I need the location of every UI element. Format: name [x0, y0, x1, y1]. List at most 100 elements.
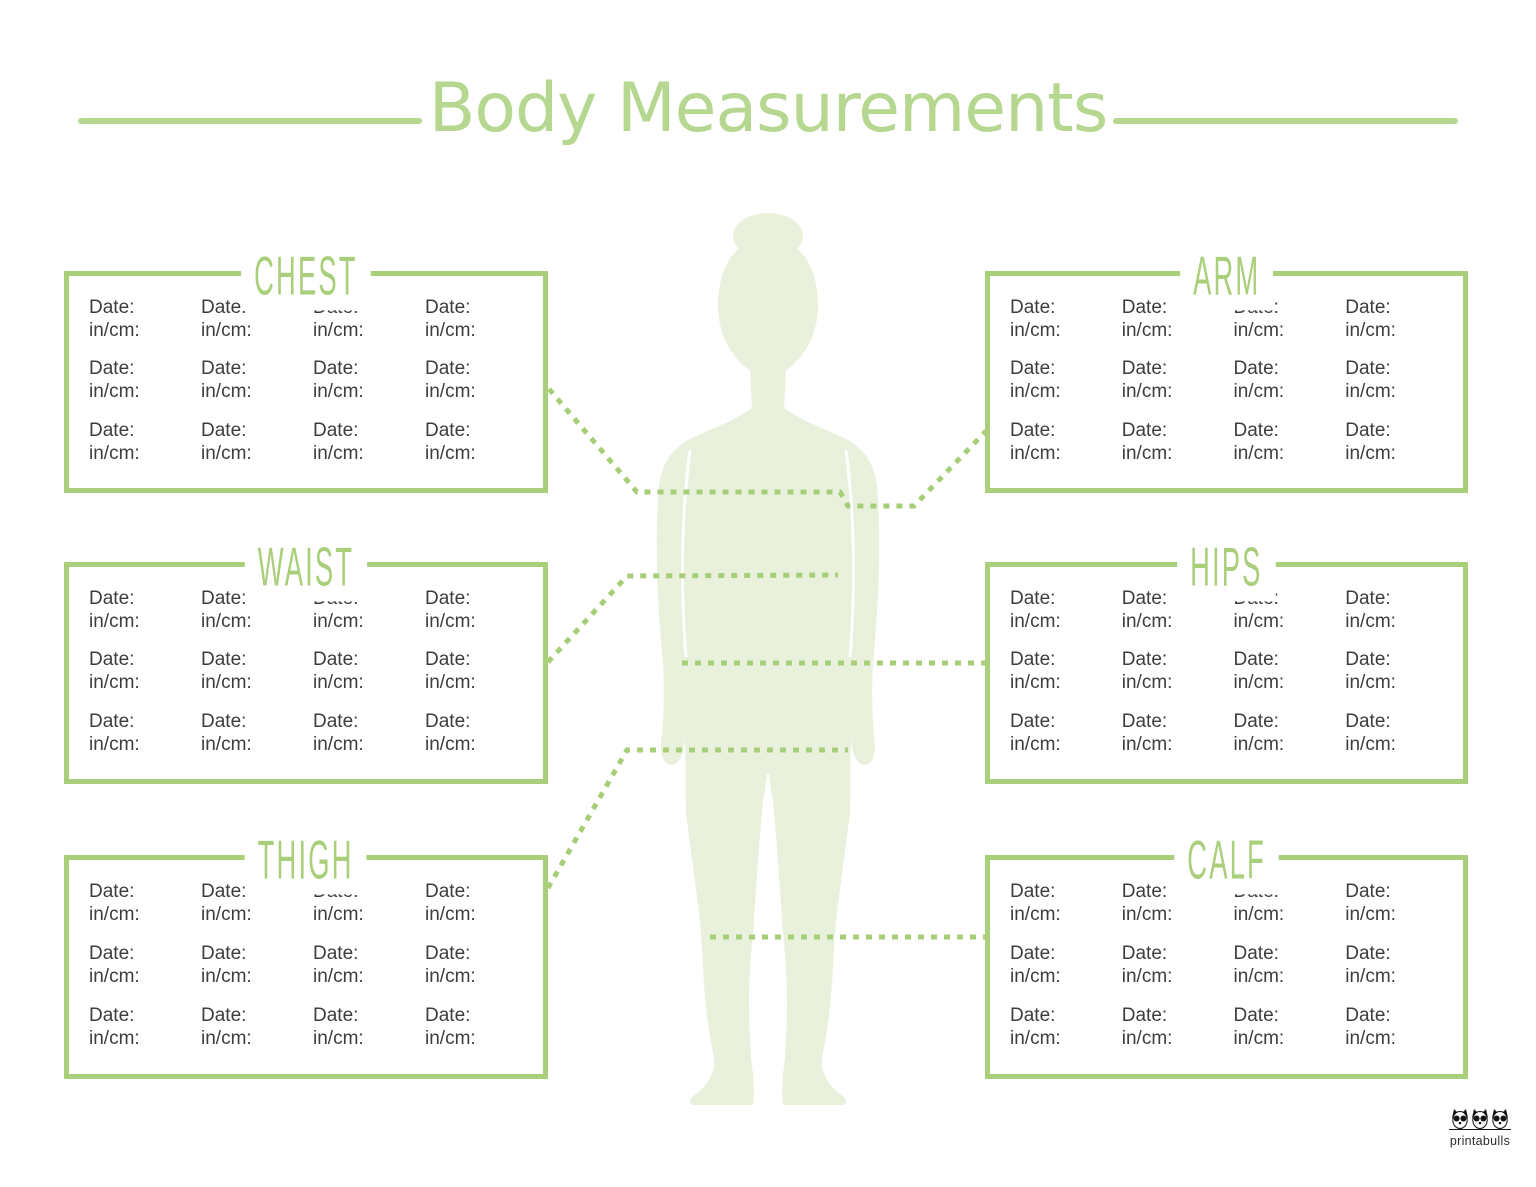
date-label: Date:: [1010, 943, 1056, 964]
unit-label: in/cm:: [1010, 611, 1061, 632]
measurement-entry: Date:in/cm:: [313, 710, 425, 771]
measurement-entry: Date:in/cm:: [1122, 648, 1234, 709]
unit-label: in/cm:: [425, 611, 476, 632]
unit-label: in/cm:: [89, 381, 140, 403]
date-label: Date:: [1233, 649, 1279, 671]
date-label: Date:: [1010, 1005, 1056, 1026]
measurement-entry: Date:in/cm:: [89, 357, 201, 418]
date-label: Date:: [1345, 419, 1391, 441]
unit-label: in/cm:: [1233, 966, 1285, 987]
unit-label: in/cm:: [89, 904, 140, 925]
hips-section: HIPS Date:in/cm:Date:in/cm:Date:in/cm:Da…: [985, 534, 1468, 784]
unit-label: in/cm:: [201, 320, 252, 341]
date-label: Date:: [425, 297, 471, 318]
female-body-silhouette: [656, 213, 880, 1105]
measurement-entry: Date:in/cm:: [1122, 880, 1234, 942]
date-label: Date:: [89, 881, 135, 902]
date-label: Date:: [201, 588, 247, 609]
measurement-entry: Date:in/cm:: [1234, 419, 1346, 480]
unit-label: in/cm:: [1345, 966, 1396, 987]
measurement-entry: Date:in/cm:: [425, 296, 537, 357]
unit-label: in/cm:: [425, 442, 476, 464]
measurement-entry: Date:in/cm:: [1122, 296, 1234, 357]
measurement-entry: Date:in/cm:: [89, 296, 201, 357]
measurement-entry: Date:in/cm:: [1122, 1004, 1234, 1066]
measurement-entry: Date:in/cm:: [201, 880, 313, 942]
bulldog-face-1: [1452, 1109, 1468, 1129]
date-label: Date:: [201, 419, 247, 441]
bulldogs-icon: [1449, 1109, 1511, 1130]
unit-label: in/cm:: [201, 733, 252, 755]
unit-label: in/cm:: [1010, 672, 1061, 694]
measurement-entry: Date:in/cm:: [1010, 880, 1122, 942]
date-label: Date:: [313, 297, 359, 318]
date-label: Date:: [1345, 358, 1391, 380]
measurement-entry: Date:in/cm:: [313, 419, 425, 480]
unit-label: in/cm:: [1345, 611, 1396, 632]
chest-section: CHEST Date:in/cm:Date:in/cm:Date:in/cm:D…: [64, 243, 548, 493]
unit-label: in/cm:: [1010, 733, 1061, 755]
unit-label: in/cm:: [1233, 904, 1285, 925]
date-label: Date:: [89, 588, 135, 609]
unit-label: in/cm:: [425, 966, 476, 987]
measurement-entry: Date:in/cm:: [1345, 942, 1457, 1004]
measurement-entry: Date:in/cm:: [89, 710, 201, 771]
unit-label: in/cm:: [1233, 442, 1285, 464]
unit-label: in/cm:: [1121, 320, 1173, 341]
measurement-entry: Date:in/cm:: [425, 942, 537, 1004]
date-label: Date:: [201, 881, 247, 902]
date-label: Date:: [89, 943, 135, 964]
measurement-entry: Date:in/cm:: [425, 357, 537, 418]
date-label: Date:: [313, 943, 359, 964]
measurement-entry: Date:in/cm:: [89, 942, 201, 1004]
unit-label: in/cm:: [201, 381, 252, 403]
chest-measurement-grid: Date:in/cm:Date:in/cm:Date:in/cm:Date:in…: [69, 276, 543, 488]
measurement-entry: Date:in/cm:: [1122, 942, 1234, 1004]
unit-label: in/cm:: [1345, 381, 1396, 403]
unit-label: in/cm:: [1121, 442, 1173, 464]
unit-label: in/cm:: [313, 733, 364, 755]
measurement-entry: Date:in/cm:: [425, 880, 537, 942]
date-label: Date:: [1121, 710, 1168, 732]
unit-label: in/cm:: [1345, 442, 1396, 464]
measurement-entry: Date:in/cm:: [1010, 296, 1122, 357]
date-label: Date:: [201, 943, 247, 964]
measurement-entry: Date:in/cm:: [1010, 357, 1122, 418]
date-label: Date:: [1345, 588, 1391, 609]
unit-label: in/cm:: [313, 611, 364, 632]
unit-label: in/cm:: [1121, 904, 1173, 925]
measurement-entry: Date:in/cm:: [1122, 357, 1234, 418]
measurement-entry: Date:in/cm:: [201, 296, 313, 357]
measurement-entry: Date:in/cm:: [313, 880, 425, 942]
unit-label: in/cm:: [1233, 733, 1285, 755]
date-label: Date:: [1010, 649, 1056, 671]
date-label: Date:: [1345, 1005, 1391, 1026]
date-label: Date:: [313, 358, 359, 380]
unit-label: in/cm:: [1010, 1028, 1061, 1049]
date-label: Date:: [425, 943, 471, 964]
date-label: Date:: [201, 649, 247, 671]
date-label: Date:: [1345, 710, 1391, 732]
measurement-entry: Date:in/cm:: [313, 296, 425, 357]
unit-label: in/cm:: [1233, 381, 1285, 403]
date-label: Date:: [313, 881, 359, 902]
date-label: Date:: [89, 419, 135, 441]
date-label: Date:: [1010, 419, 1056, 441]
unit-label: in/cm:: [1010, 904, 1061, 925]
date-label: Date:: [313, 710, 359, 732]
thigh-section: THIGH Date:in/cm:Date:in/cm:Date:in/cm:D…: [64, 827, 548, 1079]
unit-label: in/cm:: [1121, 672, 1173, 694]
measurement-entry: Date:in/cm:: [1122, 419, 1234, 480]
measurement-entry: Date:in/cm:: [201, 710, 313, 771]
unit-label: in/cm:: [89, 966, 140, 987]
measurement-entry: Date:in/cm:: [1122, 587, 1234, 648]
unit-label: in/cm:: [1345, 320, 1396, 341]
measurement-entry: Date:in/cm:: [89, 587, 201, 648]
measurement-entry: Date:in/cm:: [425, 419, 537, 480]
date-label: Date:: [89, 297, 135, 318]
measurement-entry: Date:in/cm:: [1345, 357, 1457, 418]
date-label: Date:: [1010, 881, 1056, 902]
unit-label: in/cm:: [1121, 966, 1173, 987]
date-label: Date:: [425, 358, 471, 380]
date-label: Date:: [1010, 297, 1056, 318]
